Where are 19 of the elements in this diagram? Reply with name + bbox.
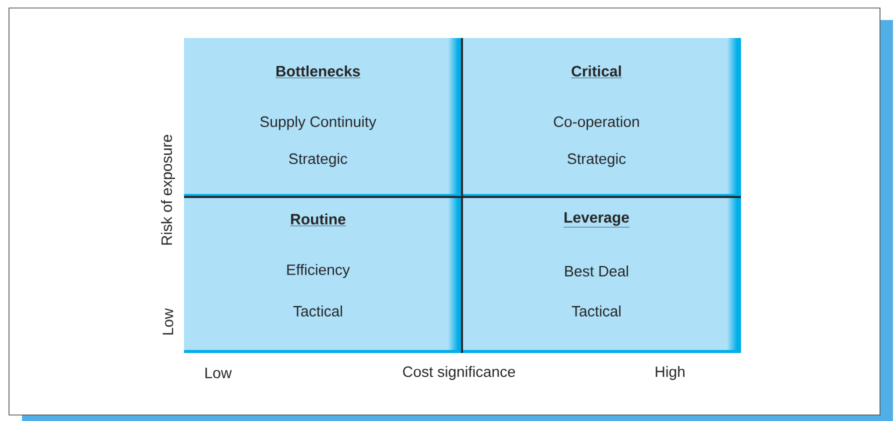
- quadrant-text: Supply Continuity: [260, 116, 376, 130]
- quadrant-text: Strategic: [568, 153, 626, 167]
- quadrant-text: Tactical: [572, 306, 620, 316]
- quadrant-box: [462, 197, 741, 353]
- quadrant-title: Bottlenecks: [275, 66, 361, 78]
- quadrant-box: [184, 197, 462, 353]
- quadrant-text: Efficiency: [287, 264, 350, 278]
- quadrant-text: Tactical: [293, 306, 342, 316]
- quadrant-title: Routine: [290, 214, 346, 226]
- quadrant-text: Co-operation: [554, 116, 639, 130]
- quadrant-text: Best Deal: [565, 266, 628, 276]
- quadrant-text: Strategic: [289, 153, 348, 167]
- quadrant-title: Critical: [570, 66, 622, 78]
- quadrant-box: [184, 38, 462, 197]
- axis-label: Low: [205, 368, 232, 378]
- quadrant-box: [462, 38, 741, 197]
- quadrant-title: Leverage: [563, 212, 630, 228]
- axis-label: Cost significance: [403, 366, 515, 380]
- axis-label: Risk of exposure: [161, 134, 175, 245]
